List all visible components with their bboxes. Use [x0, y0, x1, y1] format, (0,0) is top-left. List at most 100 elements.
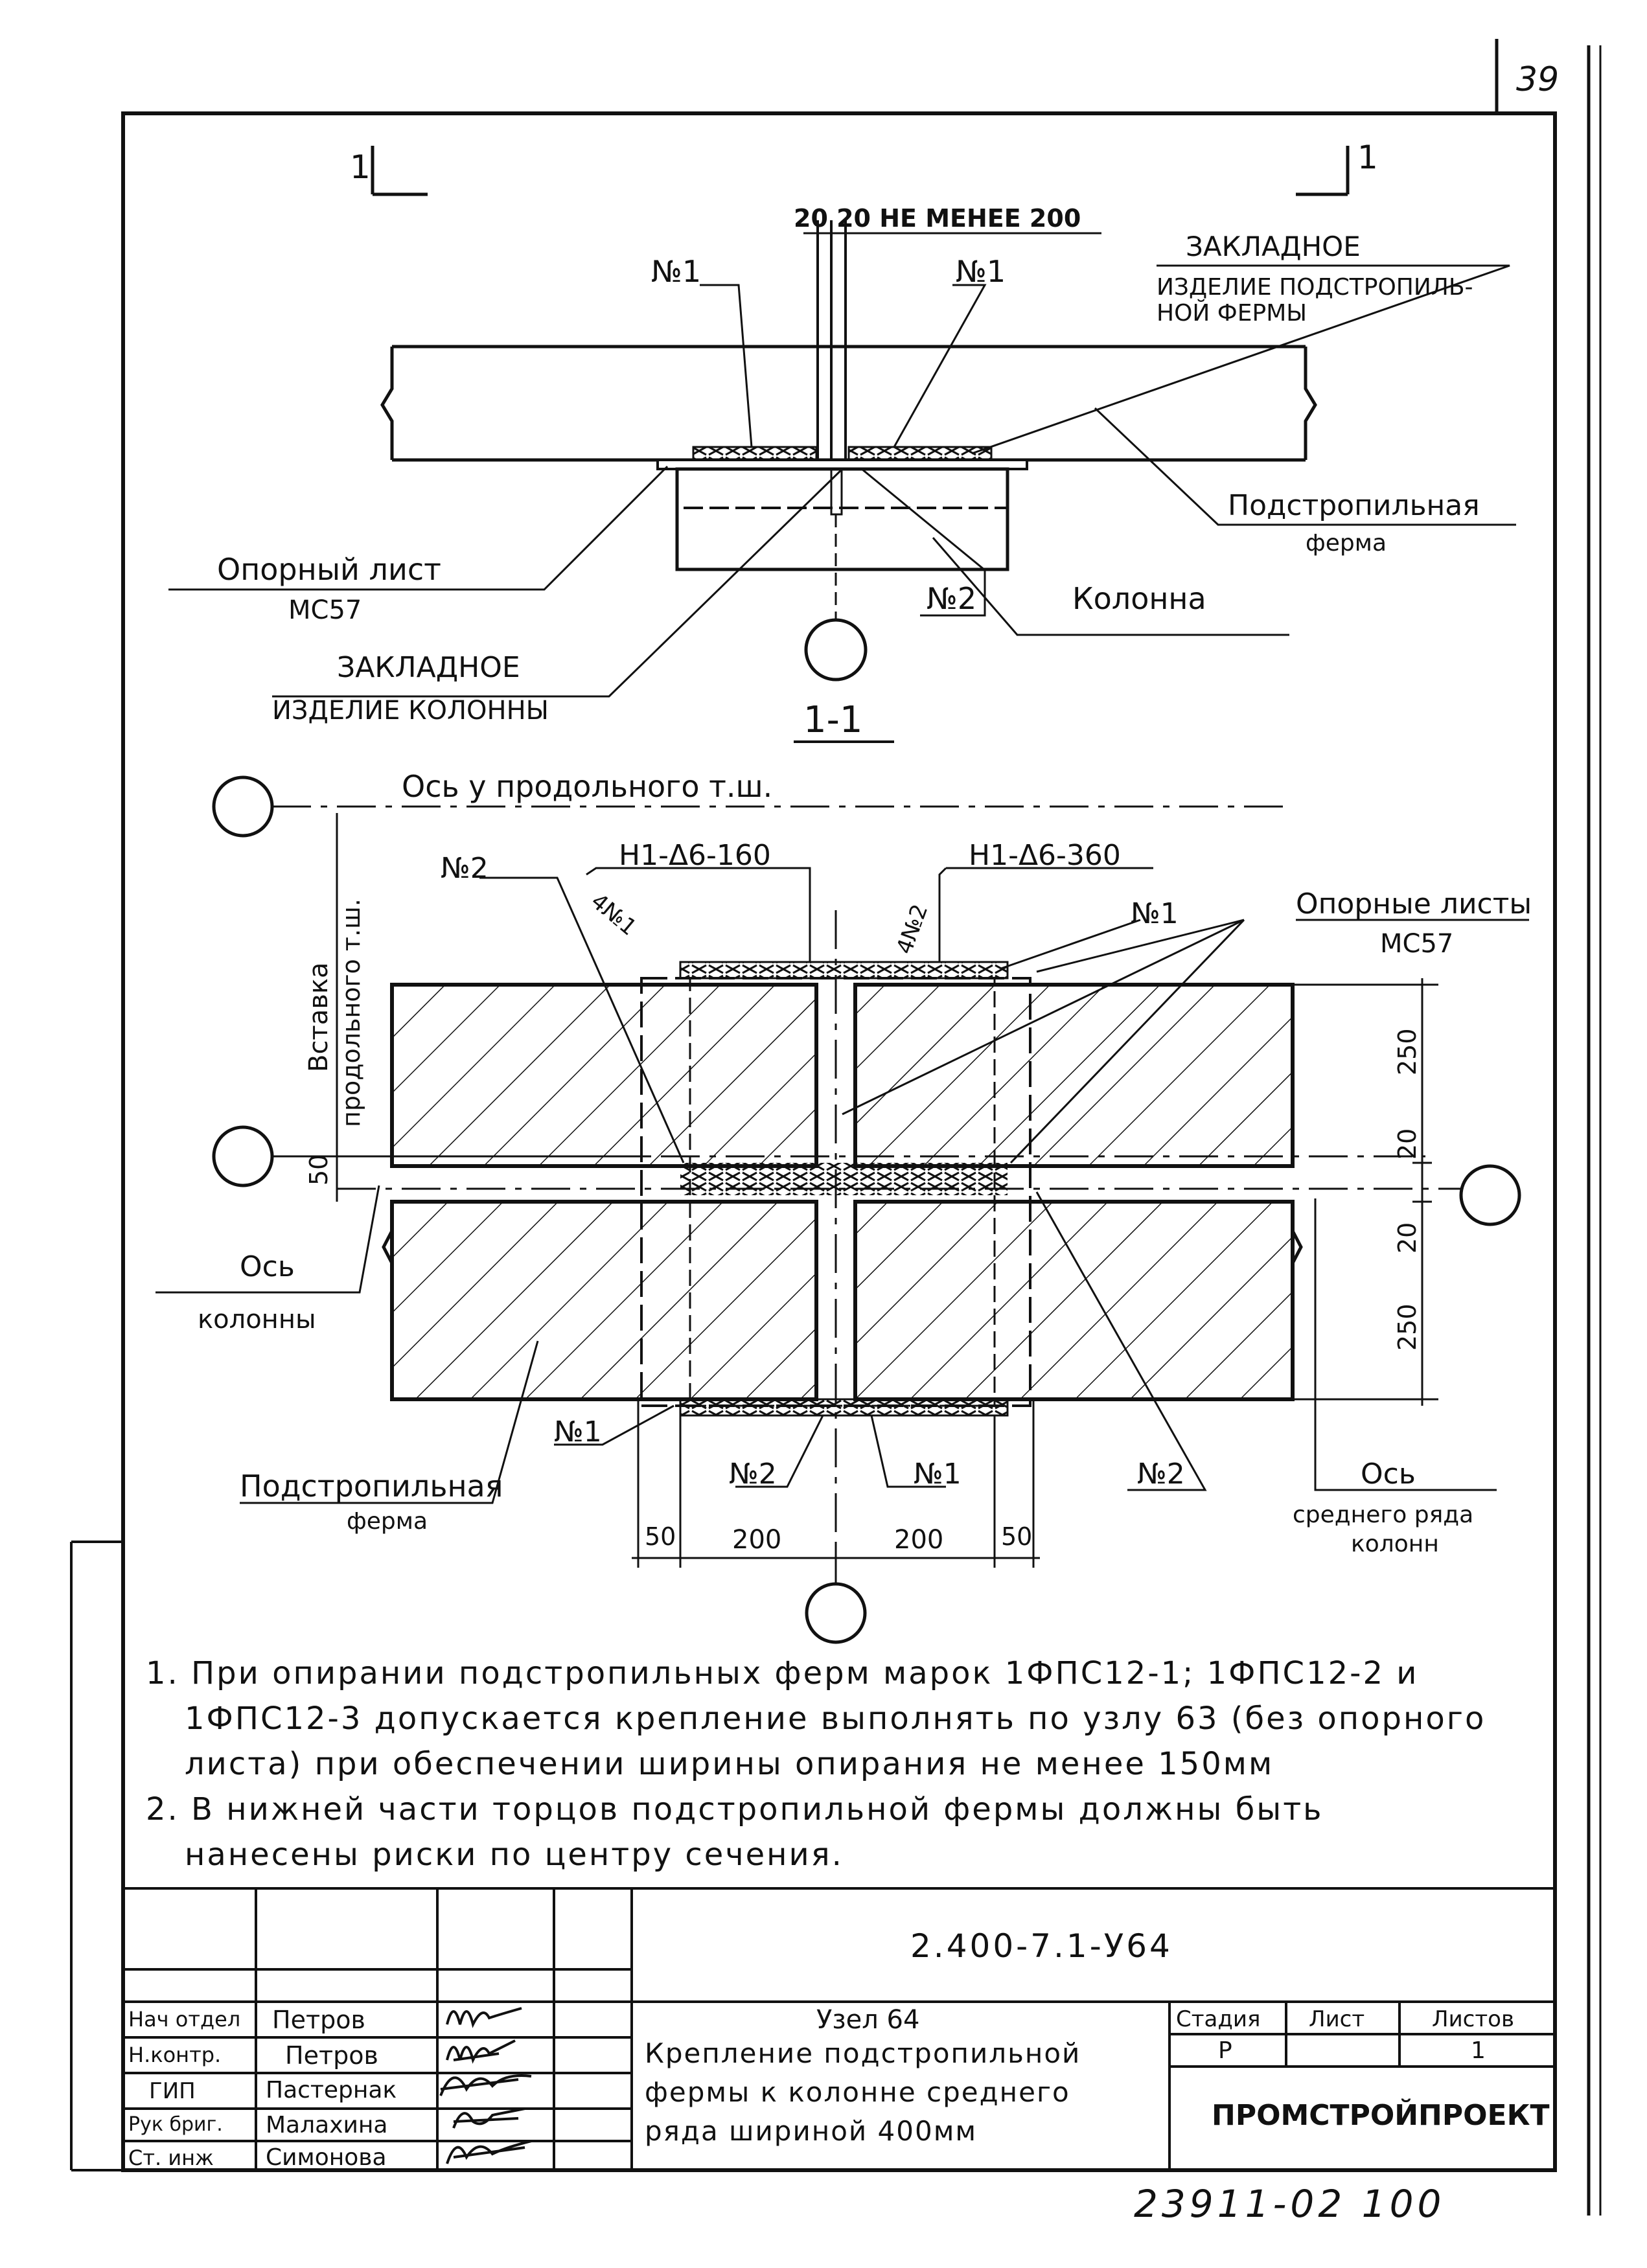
mark-no1-right: №1 [956, 254, 1006, 289]
note-2-cont: нанесены риски по центру сечения. [185, 1837, 844, 1873]
truss-block-bottom-right [853, 1200, 1295, 1401]
section-mark-left [371, 146, 428, 196]
doc-code: 2.400-7.1-У64 [910, 1927, 1173, 1965]
axis-bubble-insert [212, 1125, 274, 1187]
insert-label-line1: Вставка [304, 963, 334, 1073]
truss-label-line2: ферма [1306, 530, 1387, 556]
plate-label-line1: Опорный лист [217, 552, 441, 587]
name-0: Петров [272, 2006, 365, 2034]
embedded-col-line1: ЗАКЛАДНОЕ [337, 651, 520, 684]
dim-bottom-0: 50 [645, 1522, 676, 1551]
signatures [439, 2007, 532, 2164]
sheet-number: 39 [1516, 60, 1559, 99]
truss-beam-section [380, 345, 1317, 462]
column-label: Колонна [1072, 581, 1206, 616]
role-1: Н.контр. [128, 2043, 222, 2067]
note-1: 1. При опирании подстропильных ферм маро… [146, 1655, 1419, 1691]
axis-bubble-longitudinal [212, 775, 274, 838]
mark-no1-plan-top: №1 [1131, 897, 1179, 930]
weld-4no1: 4№1 [586, 888, 641, 941]
axis-bubble-bottom [805, 1582, 867, 1644]
axis-bubble-middle-row [1459, 1164, 1521, 1226]
dim-20-b: 20 [1393, 1222, 1422, 1254]
section-leaders [168, 264, 1516, 698]
embedded-col-line2: ИЗДЕЛИЕ КОЛОННЫ [272, 696, 549, 726]
name-1: Петров [285, 2041, 378, 2070]
truss-plan [382, 983, 1303, 1401]
col-axis-line1: Ось [240, 1250, 295, 1283]
bottom-dimension-chain [632, 1399, 1040, 1568]
plan-leaders [155, 867, 1529, 1504]
role-3: Рук бриг. [128, 2113, 223, 2136]
mark-no1-plan-bottom: №1 [554, 1415, 602, 1449]
mark-no1-plan-bottom-right: №1 [914, 1458, 962, 1491]
embedded-truss-line3: НОЙ ФЕРМЫ [1157, 299, 1307, 326]
plan-view: 250 20 20 250 50 50 200 200 50 [155, 769, 1532, 1644]
description-line2: фермы к колонне среднего [645, 2076, 1070, 2108]
archive-number: 23911-02 100 [1134, 2182, 1445, 2226]
dimension-top: 20 20 НЕ МЕНЕЕ 200 [794, 204, 1081, 233]
joint-gap [816, 220, 847, 460]
sheets-header: Листов [1432, 2006, 1515, 2032]
description-line1: Крепление подстропильной [645, 2037, 1081, 2069]
mark-no2-plan-right: №2 [1137, 1458, 1185, 1491]
weld-label-left: Н1-Δ6-160 [619, 839, 771, 872]
name-4: Симонова [266, 2144, 387, 2171]
weld-left [692, 446, 818, 461]
plan-weld-bottom [679, 1398, 1009, 1417]
support-plates-line1: Опорные листы [1296, 888, 1532, 921]
mark-no2-section: №2 [927, 581, 976, 616]
truss-block-top-right [853, 983, 1295, 1168]
dim-bottom-1: 200 [732, 1525, 781, 1555]
company-name: ПРОМСТРОЙПРОЕКТ [1212, 2099, 1550, 2132]
support-plates-line2: МС57 [1380, 929, 1453, 959]
mark-no2-plan-left: №2 [441, 852, 489, 885]
sheets-value: 1 [1471, 2037, 1486, 2064]
sheet-frame [70, 39, 1602, 2216]
role-4: Ст. инж [128, 2146, 214, 2170]
section-title: 1-1 [803, 699, 862, 741]
dim-bottom-3: 50 [1001, 1522, 1032, 1551]
dim-50-left: 50 [305, 1154, 333, 1186]
role-0: Нач отдел [128, 2007, 241, 2032]
note-1-cont-b: листа) при обеспечении ширины опирания н… [185, 1746, 1274, 1782]
truss-plan-line1: Подстропильная [240, 1469, 503, 1504]
stage-value: Р [1218, 2037, 1232, 2064]
truss-label-line1: Подстропильная [1228, 489, 1480, 522]
section-mark-right [1296, 146, 1350, 196]
dim-250-top: 250 [1393, 1028, 1422, 1075]
sheet-header: Лист [1309, 2006, 1365, 2032]
truss-plan-line2: ферма [347, 1508, 428, 1535]
title-block-grid [123, 1887, 1555, 2170]
weld-label-right: Н1-Δ6-360 [969, 839, 1121, 872]
plan-weld-middle [680, 1163, 1008, 1195]
plan-axis-label: Ось у продольного т.ш. [402, 769, 772, 804]
embedded-truss-line2: ИЗДЕЛИЕ ПОДСТРОПИЛЬ- [1157, 274, 1473, 301]
description-line3: ряда шириной 400мм [645, 2115, 978, 2147]
mid-axis-line3: колонн [1351, 1531, 1439, 1557]
node-title: Узел 64 [816, 2005, 920, 2035]
dim-250-bottom: 250 [1393, 1303, 1422, 1351]
mid-axis-line1: Ось [1361, 1458, 1416, 1491]
stage-header: Стадия [1176, 2006, 1261, 2032]
name-3: Малахина [266, 2112, 388, 2138]
mid-axis-line2: среднего ряда [1293, 1502, 1473, 1528]
insert-label-line2: продольного т.ш. [337, 899, 365, 1127]
right-dimension-chain [1293, 978, 1438, 1406]
note-1-cont-a: 1ФПС12-3 допускается крепление выполнять… [185, 1701, 1486, 1737]
mark-no1-left: №1 [651, 254, 701, 289]
note-2: 2. В нижней части торцов подстропильной … [146, 1791, 1324, 1827]
mark-no2-plan-bottom: №2 [729, 1458, 777, 1491]
weld-right [847, 446, 993, 461]
truss-block-top-left [390, 983, 818, 1168]
embedded-truss-line1: ЗАКЛАДНОЕ [1186, 231, 1361, 262]
section-mark-left-label: 1 [350, 148, 371, 186]
section-view: 1 1 20 20 НЕ МЕНЕЕ 200 [168, 139, 1516, 743]
name-2: Пастернак [266, 2077, 397, 2103]
truss-block-bottom-left [390, 1200, 818, 1401]
axis-bubble-top [804, 618, 868, 682]
section-mark-right-label: 1 [1357, 139, 1378, 176]
dim-20-a: 20 [1393, 1128, 1422, 1160]
col-axis-line2: колонны [198, 1305, 316, 1334]
